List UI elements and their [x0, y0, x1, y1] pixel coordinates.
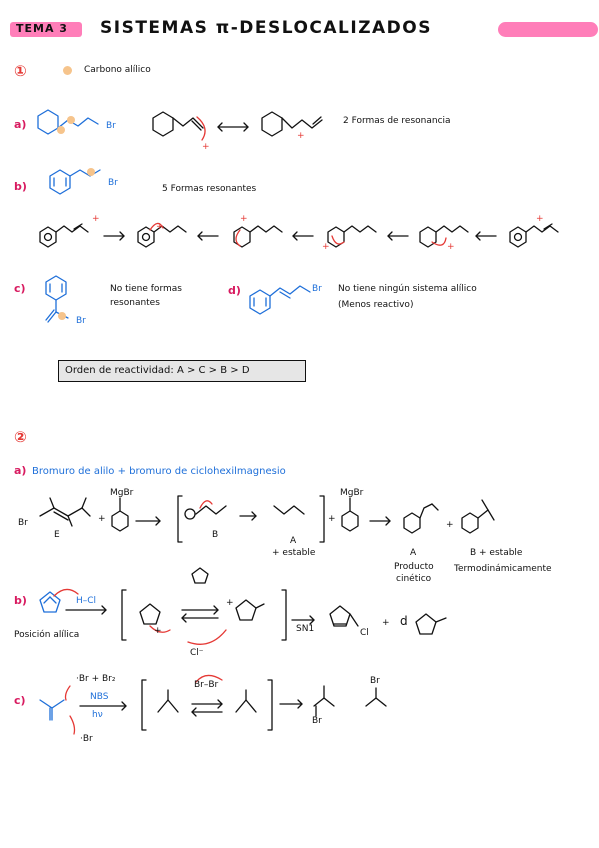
s2-b-pos: Posición alílica [14, 630, 80, 640]
s1-b-plus2: + [156, 222, 164, 232]
section1-number: ① [14, 62, 27, 80]
s2-a-br-left: Br [18, 518, 28, 528]
s2-c-brbr: Br–Br [194, 680, 219, 690]
s2-b-plus2: + [226, 598, 234, 608]
s2-a-title: Bromuro de alilo + bromuro de ciclohexil… [32, 466, 286, 477]
s1-a-label: a) [14, 118, 27, 131]
s1-c-text-2: resonantes [110, 298, 160, 308]
s2-b-plus3: + [382, 618, 390, 628]
s1-d-br: Br [312, 284, 322, 294]
s1-d-text-1: No tiene ningún sistema alílico [338, 284, 477, 294]
s2-c-br-prod2: Br [370, 676, 380, 686]
s1-a-plus1: + [202, 142, 210, 152]
s2-a-prod-A-note-1: Producto [394, 562, 434, 572]
s1-c-text-1: No tiene formas [110, 284, 182, 294]
s1-d-label: d) [228, 284, 241, 297]
s2-b-cl: Cl [360, 628, 369, 638]
s2-c-label: c) [14, 694, 26, 707]
legend-text: Carbono alílico [84, 65, 151, 75]
s1-a-resonance-text: 2 Formas de resonancia [343, 116, 451, 126]
s1-b-label: b) [14, 180, 27, 193]
s1-c-br: Br [76, 316, 86, 326]
s2-a-prod-B-note: Termodinámicamente [454, 564, 552, 574]
s2-a-b: B [212, 530, 219, 540]
s2-a-label: a) [14, 464, 27, 477]
s2-a-e: E [54, 530, 60, 540]
s2-a-plus2: + [328, 514, 336, 524]
tema-label: TEMA 3 [16, 22, 68, 35]
s2-a-plus: + [98, 514, 106, 524]
s1-b-plus6: + [536, 214, 544, 224]
page-title: SISTEMAS π-DESLOCALIZADOS [100, 18, 432, 38]
s2-b-hcl: H–Cl [76, 596, 97, 606]
legend-dot [63, 66, 72, 75]
s2-c-nbs: NBS [90, 692, 109, 702]
s2-c-hv: hν [92, 710, 103, 720]
s2-a-prod-B: B + estable [470, 548, 523, 558]
s2-a-A: A [290, 536, 297, 546]
s2-c-br-dot: ·Br [80, 734, 93, 744]
s2-c-br-br2: ·Br + Br₂ [76, 674, 116, 684]
s2-c-br-prod1: Br [312, 716, 322, 726]
s2-a-mgbr2: MgBr [340, 488, 364, 498]
s1-b-plus3: + [240, 214, 248, 224]
tema-highlight [10, 22, 82, 37]
s1-b-resonance-text: 5 Formas resonantes [162, 184, 257, 194]
s2-b-label: b) [14, 594, 27, 607]
s2-a-plus3: + [446, 520, 454, 530]
s2-a-prod-A: A [410, 548, 417, 558]
s1-b-plus4: + [322, 242, 330, 252]
s1-b-plus1: + [92, 214, 100, 224]
s2-a-A-note: + estable [272, 548, 316, 558]
s1-b-br: Br [108, 178, 118, 188]
title-highlight [498, 22, 598, 37]
s1-d-text-2: (Menos reactivo) [338, 300, 414, 310]
s1-a-br: Br [106, 121, 116, 131]
s1-b-plus5: + [447, 242, 455, 252]
s2-a-prod-A-note-2: cinético [396, 574, 432, 584]
s1-a-plus2: + [297, 131, 305, 141]
order-text: Orden de reactividad: A > C > B > D [65, 365, 250, 376]
order-box: Orden de reactividad: A > C > B > D [58, 360, 306, 382]
s2-b-sn1: SN1 [296, 624, 315, 634]
section2-number: ② [14, 428, 27, 446]
s2-b-d: d [400, 614, 408, 628]
s2-b-plus1: + [154, 626, 162, 636]
s2-b-cl-minus: Cl⁻ [190, 648, 204, 658]
s1-c-label: c) [14, 282, 26, 295]
header-bar: TEMA 3 SISTEMAS π-DESLOCALIZADOS [10, 18, 598, 40]
s2-a-mgbr: MgBr [110, 488, 134, 498]
